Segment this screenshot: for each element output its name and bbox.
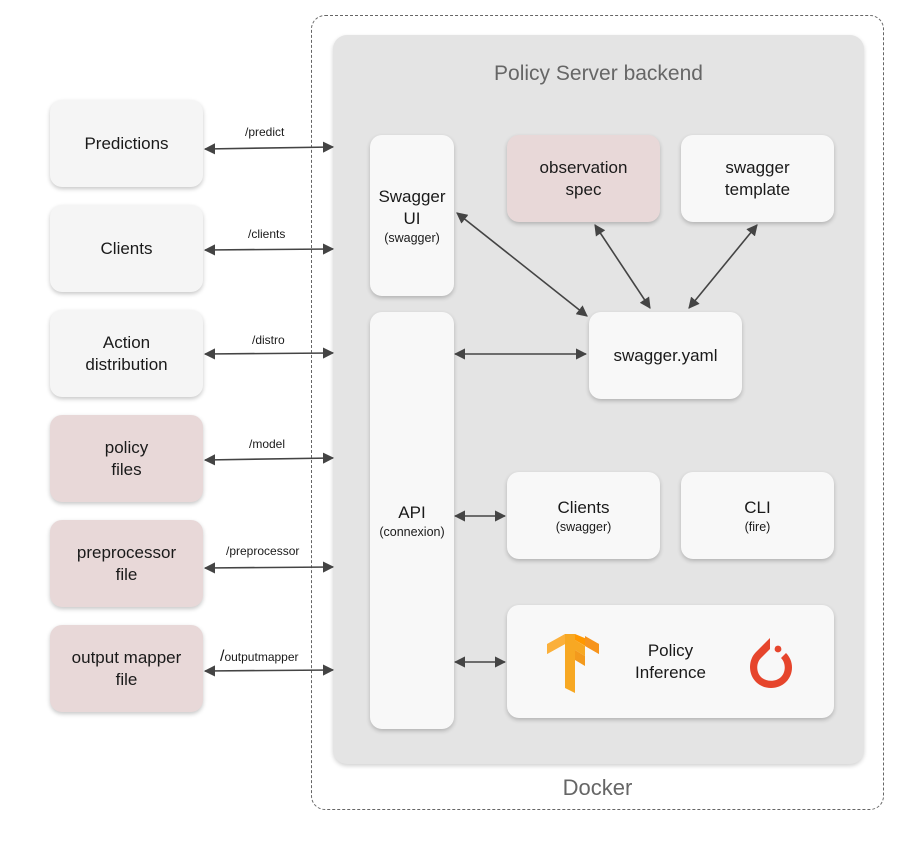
clients-swagger-box: Clients (swagger) <box>507 472 660 559</box>
arrow-outputmapper <box>203 664 335 677</box>
arrow-clients <box>203 243 335 256</box>
pytorch-logo-icon <box>750 638 792 688</box>
swagger-yaml-box: swagger.yaml <box>589 312 742 399</box>
api-sub: (connexion) <box>379 524 445 539</box>
cli-label: CLI <box>744 497 771 517</box>
observation-spec-box: observation spec <box>507 135 660 222</box>
arrow-model <box>203 452 335 466</box>
swagger-ui-sub: (swagger) <box>384 230 440 245</box>
policy-inference-box: Policy Inference <box>507 605 834 718</box>
predictions-box: Predictions <box>50 100 203 187</box>
policy-inference-label-1: Policy <box>647 640 694 660</box>
observation-spec-label-1: observation <box>539 157 628 177</box>
route-distro: /distro <box>252 333 285 347</box>
clients-box: Clients <box>50 205 203 292</box>
preprocessor-file-label-2: file <box>115 564 138 584</box>
swagger-yaml-label: swagger.yaml <box>613 345 718 365</box>
swagger-ui-label-2: UI <box>403 208 421 228</box>
backend-title: Policy Server backend <box>494 62 703 85</box>
route-outputmapper: /outputmapper <box>220 648 299 666</box>
swagger-template-label-1: swagger <box>725 157 790 177</box>
policy-files-box: policy files <box>50 415 203 502</box>
swagger-template-label-2: template <box>724 179 791 199</box>
api-box: API (connexion) <box>370 312 454 729</box>
clients-label: Clients <box>100 238 153 258</box>
cli-box: CLI (fire) <box>681 472 834 559</box>
route-model: /model <box>249 437 286 451</box>
output-mapper-file-label-2: file <box>115 669 138 689</box>
arrow-distro <box>203 347 335 360</box>
swagger-template-box: swagger template <box>681 135 834 222</box>
api-label: API <box>398 502 426 522</box>
docker-container <box>311 15 884 810</box>
cli-sub: (fire) <box>744 519 771 534</box>
arrow-predict <box>203 141 335 155</box>
policy-files-label-2: files <box>111 459 142 479</box>
route-clients: /clients <box>248 227 286 241</box>
observation-spec-label-2: spec <box>565 179 602 199</box>
route-outputmapper-text: outputmapper <box>224 650 299 664</box>
action-distribution-label-2: distribution <box>85 354 168 374</box>
preprocessor-file-label-1: preprocessor <box>76 542 177 562</box>
action-distribution-box: Action distribution <box>50 310 203 397</box>
tensorflow-logo-icon <box>547 634 599 693</box>
route-preprocessor: /preprocessor <box>226 544 300 558</box>
output-mapper-file-box: output mapper file <box>50 625 203 712</box>
predictions-label: Predictions <box>84 133 169 153</box>
arrow-obsspec-yaml <box>594 224 651 309</box>
preprocessor-file-box: preprocessor file <box>50 520 203 607</box>
policy-inference-label-2: Inference <box>635 662 706 682</box>
policy-files-label-1: policy <box>104 437 149 457</box>
swagger-ui-box: Swagger UI (swagger) <box>370 135 454 296</box>
arrow-swaggerui-yaml <box>456 212 588 317</box>
swagger-ui-label-1: Swagger <box>378 186 446 206</box>
action-distribution-label-1: Action <box>102 332 151 352</box>
clients-swagger-label: Clients <box>557 497 610 517</box>
route-outputmapper-slash: / <box>220 648 225 665</box>
arrow-preprocessor <box>203 561 335 574</box>
docker-label: Docker <box>562 775 633 800</box>
clients-swagger-sub: (swagger) <box>555 519 612 534</box>
output-mapper-file-label-1: output mapper <box>71 647 182 667</box>
arrow-template-yaml <box>688 224 758 309</box>
route-predict: /predict <box>245 125 285 139</box>
